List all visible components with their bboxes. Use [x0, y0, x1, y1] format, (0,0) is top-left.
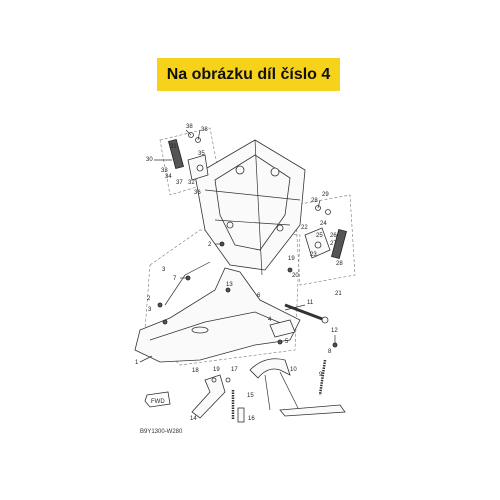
callout-label: 16: [248, 416, 255, 422]
callout-label: 20: [292, 273, 299, 279]
callout-label: 28: [311, 198, 318, 204]
callout-label: 26: [330, 233, 337, 239]
callout-label: 34: [165, 174, 172, 180]
bolts: [157, 241, 338, 348]
callout-label: 28: [336, 261, 343, 267]
frame: [194, 139, 306, 276]
callout-label: 12: [331, 328, 338, 334]
callout-label: 9: [319, 372, 323, 378]
callout-label: 29: [322, 192, 329, 198]
callout-label: 7: [173, 276, 177, 282]
callout-label: 31: [170, 144, 177, 150]
callout-label: 14: [190, 416, 197, 422]
callout-label: 33: [161, 168, 168, 174]
callout-label: 35: [198, 151, 205, 157]
group-box-footrest-right: [294, 194, 356, 286]
callout-label: 11: [307, 300, 314, 306]
callout-label: 22: [301, 225, 308, 231]
right-footrest-assembly: [304, 205, 347, 260]
diagram-code: B9Y1300-W280: [140, 429, 183, 435]
pivot-shaft: [284, 303, 329, 324]
callout-label: 18: [192, 368, 199, 374]
forward-direction-arrow: FWD: [144, 391, 171, 408]
callout-label: 19: [213, 367, 220, 373]
callout-label: 5: [285, 339, 289, 345]
callout-label: 15: [247, 393, 254, 399]
callout-label: 25: [316, 233, 323, 239]
callout-label: 1: [135, 360, 139, 366]
callout-label: 13: [226, 282, 233, 288]
callout-label: 3: [148, 307, 152, 313]
callout-label: 4: [268, 317, 272, 323]
part-number-banner: Na obrázku díl číslo 4: [157, 58, 340, 91]
main-stand: [249, 358, 346, 417]
callout-label: 23: [310, 252, 317, 258]
callout-label: 38: [201, 127, 208, 133]
callout-label: 21: [335, 291, 342, 297]
callout-label: 17: [231, 367, 238, 373]
bracket-part-4: [269, 319, 296, 338]
callout-label: 27: [330, 241, 337, 247]
callout-label: 10: [290, 367, 297, 373]
callout-label: 8: [328, 349, 332, 355]
callout-label: 6: [257, 293, 261, 299]
callout-label: 3: [162, 267, 166, 273]
group-box-footrest-left: [159, 127, 221, 196]
callout-label: 38: [186, 124, 193, 130]
callout-label: 2: [208, 242, 212, 248]
fwd-label: FWD: [151, 399, 165, 405]
callout-label: 2: [147, 296, 151, 302]
callout-label: 24: [320, 221, 327, 227]
callout-label: 32: [188, 180, 195, 186]
callout-label: 36: [194, 190, 201, 196]
side-stand-pedal: [191, 374, 245, 423]
callout-label: 37: [176, 180, 183, 186]
under-cover: [134, 261, 301, 363]
leader-lines: [139, 129, 336, 363]
left-footrest-assembly: [168, 132, 209, 181]
callout-label: 19: [288, 256, 295, 262]
callout-label: 30: [146, 157, 153, 163]
